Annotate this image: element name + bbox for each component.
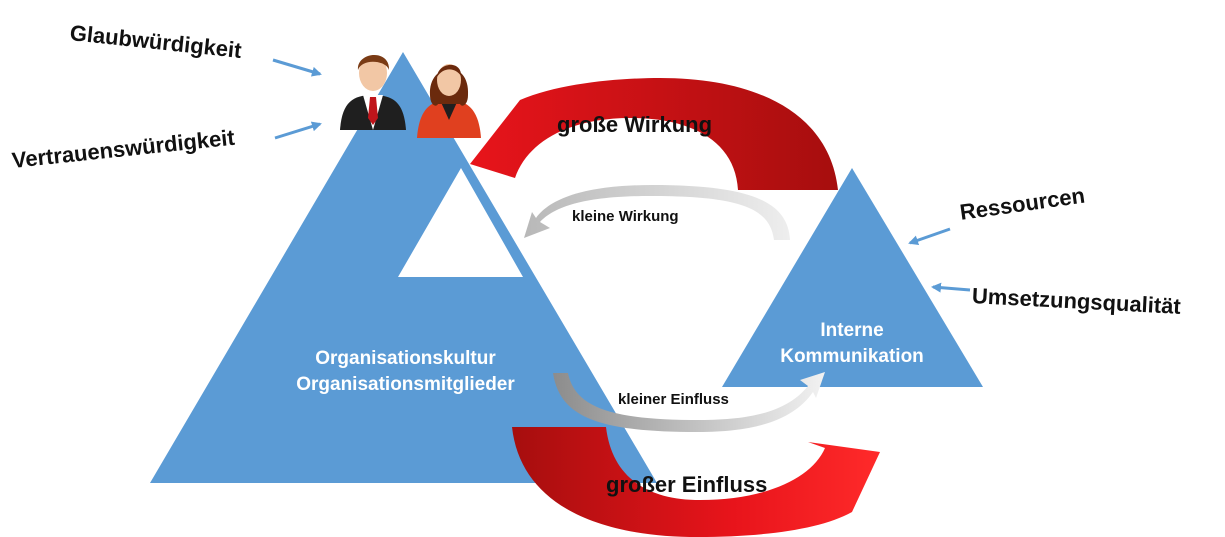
businessman-icon bbox=[340, 54, 406, 130]
bottom-small-arrow bbox=[553, 372, 825, 432]
right-triangle bbox=[722, 168, 983, 387]
pointer-arrow-ressourcen bbox=[908, 227, 951, 246]
left-triangle-line1: Organisationskultur bbox=[315, 348, 496, 369]
right-triangle-line2: Kommunikation bbox=[780, 346, 924, 367]
businesswoman-icon bbox=[417, 64, 481, 138]
top-big-arrow bbox=[470, 78, 838, 190]
right-triangle-line1: Interne bbox=[820, 320, 884, 341]
label-grosser-einfluss: großer Einfluss bbox=[606, 472, 768, 497]
left-triangle-line2: Organisationsmitglieder bbox=[296, 374, 515, 395]
label-kleine-wirkung: kleine Wirkung bbox=[572, 208, 679, 225]
left-triangle-label: Organisationskultur Organisationsmitglie… bbox=[283, 346, 528, 398]
bottom-big-arrow bbox=[512, 427, 880, 537]
pointer-arrow-glaubwuerdigkeit bbox=[272, 58, 322, 77]
left-triangle bbox=[150, 52, 657, 483]
pointer-arrow-umsetzungsqualitaet bbox=[931, 282, 971, 293]
right-triangle-label: Interne Kommunikation bbox=[762, 318, 942, 370]
label-kleiner-einfluss: kleiner Einfluss bbox=[618, 391, 729, 408]
label-grosse-wirkung: große Wirkung bbox=[557, 112, 713, 137]
pointer-arrow-vertrauenswuerdigkeit bbox=[274, 121, 322, 140]
top-small-arrow bbox=[524, 185, 790, 240]
